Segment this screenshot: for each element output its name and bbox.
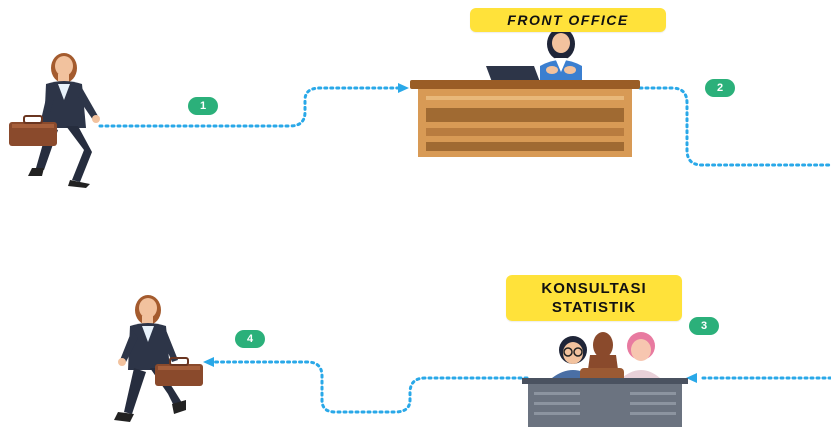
path-segment-2 xyxy=(638,86,831,167)
flow-paths xyxy=(98,86,831,414)
step-badge-4: 4 xyxy=(235,330,265,348)
arrowhead-consultation xyxy=(686,373,697,383)
consultation-illustration xyxy=(522,332,688,427)
path-segment-4 xyxy=(210,360,529,414)
arrowhead-front-office xyxy=(398,83,409,93)
path-segment-1 xyxy=(98,86,402,128)
visitor-leaving-illustration xyxy=(114,295,203,422)
konsultasi-label-line2: STATISTIK xyxy=(551,299,637,316)
arrowhead-exit xyxy=(203,357,214,367)
konsultasi-label-line1: KONSULTASI xyxy=(541,280,647,297)
visitor-arriving-illustration xyxy=(9,53,100,188)
konsultasi-statistik-label: KONSULTASI STATISTIK xyxy=(506,275,682,321)
front-office-label: FRONT OFFICE xyxy=(470,8,666,32)
step-badge-2: 2 xyxy=(705,79,735,97)
step-badge-1: 1 xyxy=(188,97,218,115)
step-badge-3: 3 xyxy=(689,317,719,335)
front-office-illustration xyxy=(410,28,640,157)
